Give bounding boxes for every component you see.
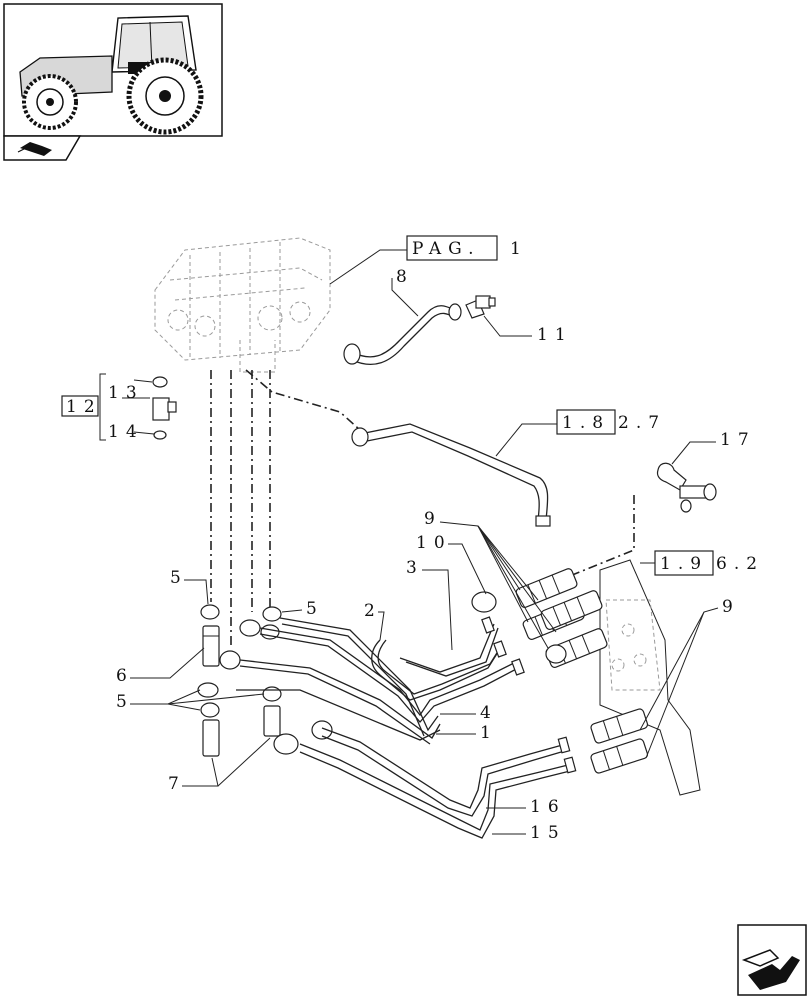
ref-182-boxed: 1.8 (562, 413, 610, 433)
callout-10: 10 (416, 533, 452, 553)
pipe-to-182 (245, 369, 551, 527)
callout-2: 2 (364, 601, 382, 621)
callout-5-right: 5 (306, 599, 324, 619)
callout-5-top: 5 (170, 568, 188, 588)
callout-6: 6 (116, 666, 134, 686)
pipes-1-4 (236, 616, 525, 745)
tractor-thumbnail-icon[interactable] (3, 3, 223, 137)
fitting-11 (465, 295, 496, 319)
callout-7: 7 (168, 774, 186, 794)
ref-196-rest: 6.2 (716, 554, 764, 574)
ref-pag-boxed: PAG. (412, 239, 481, 259)
callout-3: 3 (406, 558, 424, 578)
ref-182[interactable]: 1.8 2.7 (495, 409, 666, 457)
callout-1: 1 (480, 723, 498, 743)
feed-lines (210, 370, 635, 645)
ref-pag-rest: 1 (510, 239, 528, 259)
callout-5-left: 5 (116, 692, 134, 712)
fitting-17 (656, 462, 717, 513)
pipes-15-16 (299, 727, 577, 839)
callout-8: 8 (396, 267, 414, 287)
callout-4: 4 (480, 703, 498, 723)
callout-17: 17 (720, 430, 756, 450)
callouts: 8 11 13 14 17 9 10 3 2 5 5 9 (108, 267, 756, 843)
ref-pag[interactable]: PAG. 1 (329, 235, 528, 285)
callout-11: 11 (537, 325, 573, 345)
ref-182-rest: 2.7 (618, 413, 666, 433)
quick-couplers-lower (590, 708, 649, 774)
callout-9-lower: 9 (722, 597, 740, 617)
next-page-arrow-icon[interactable] (737, 924, 807, 996)
ref-196[interactable]: 1.9 6.2 (640, 550, 764, 576)
ref-12-boxed: 12 (66, 397, 102, 417)
control-valve-ghost (154, 237, 331, 373)
callout-14: 14 (108, 422, 144, 442)
book-badge-icon[interactable] (3, 135, 82, 161)
bracket-12 (99, 373, 155, 441)
callout-15: 15 (530, 823, 566, 843)
callout-9-upper: 9 (424, 509, 442, 529)
pipe-8 (343, 303, 462, 365)
banjo-fittings (197, 604, 333, 757)
callout-16: 16 (530, 797, 566, 817)
ref-196-boxed: 1.9 (660, 554, 708, 574)
fitting-12 (152, 376, 177, 440)
quick-couplers-upper (471, 568, 608, 668)
callout-13: 13 (108, 383, 144, 403)
ref-12[interactable]: 12 (61, 395, 102, 417)
